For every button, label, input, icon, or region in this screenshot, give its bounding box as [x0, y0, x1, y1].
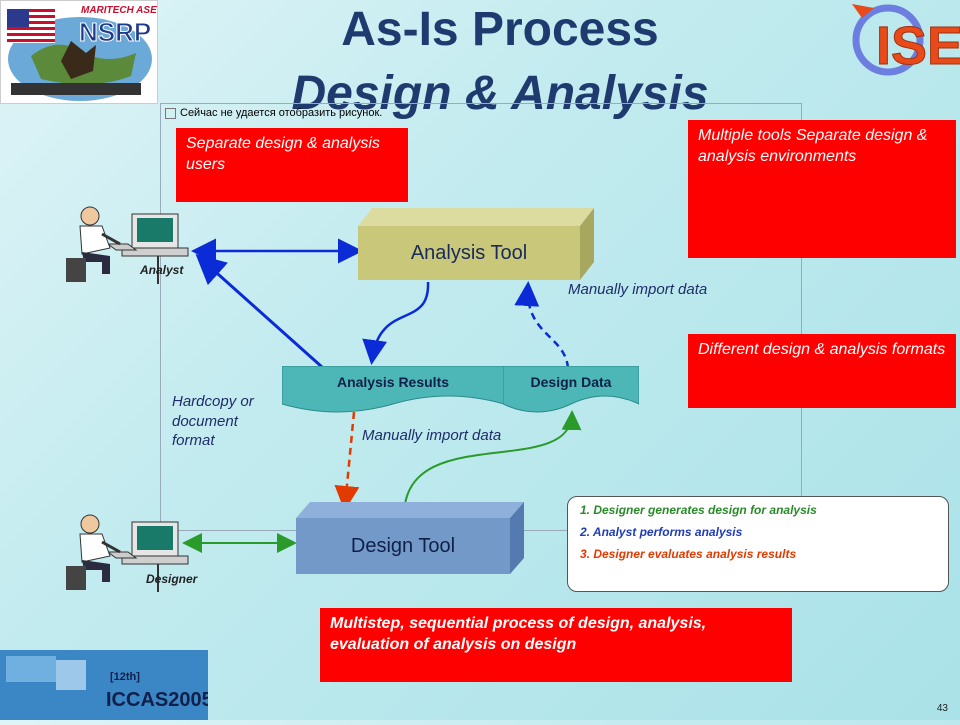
analyst-icon	[66, 206, 189, 284]
analysis-tool-box[interactable]	[358, 206, 598, 284]
design-data-label: Design Data	[530, 374, 612, 390]
label-hardcopy: Hardcopy or document format	[172, 393, 254, 449]
designer-label: Designer	[146, 572, 198, 586]
analysis-tool-label: Analysis Tool	[410, 242, 528, 264]
iccas-logo-small: [12th]	[110, 671, 140, 683]
steps-box: 1. Designer generates design for analysi…	[567, 496, 949, 592]
analysis-results-label: Analysis Results	[336, 374, 450, 390]
design-data-doc[interactable]	[503, 366, 639, 416]
page-number: 43	[936, 703, 948, 714]
step-2: 2. Analyst performs analysis	[580, 525, 743, 539]
label-manual-import-mid: Manually import data	[362, 427, 502, 444]
broken-image-notice: Сейчас не удается отобразить рисунок.	[165, 107, 382, 119]
note-separate-users: Separate design & analysis users	[176, 128, 408, 202]
title-line-2: Design & Analysis	[291, 67, 709, 120]
data-to-tool-arrow	[514, 281, 570, 369]
note-multiple-tools: Multiple tools Separate design & analysi…	[688, 120, 956, 258]
title-line-1: As-Is Process	[341, 3, 659, 56]
analysis-results-doc[interactable]	[282, 366, 504, 416]
results-to-design-tool-arrow	[334, 411, 360, 511]
nsrp-logo-main: NSRP	[79, 17, 151, 47]
label-manual-import-top: Manually import data	[568, 281, 708, 298]
nsrp-logo-sub: MARITECH ASE	[81, 5, 157, 16]
design-tool-to-data-arrow	[403, 410, 582, 517]
design-tool-box[interactable]	[296, 500, 528, 578]
broken-image-text: Сейчас не удается отобразить рисунок.	[180, 107, 383, 119]
tool-to-results-arrow	[362, 281, 430, 365]
broken-image-icon	[165, 107, 176, 119]
design-tool-label: Design Tool	[350, 535, 456, 557]
step-3: 3. Designer evaluates analysis results	[580, 547, 797, 561]
iccas-logo: [12th] ICCAS2005	[0, 650, 213, 720]
analyst-label: Analyst	[140, 263, 184, 277]
step-1: 1. Designer generates design for analysi…	[580, 503, 817, 517]
ise-logo-text: ISE	[876, 16, 960, 76]
note-different-formats: Different design & analysis formats	[688, 334, 956, 408]
designer-icon	[66, 514, 189, 592]
nsrp-logo: MARITECH ASE NSRP	[0, 0, 158, 104]
note-multistep: Multistep, sequential process of design,…	[320, 608, 792, 682]
results-to-analyst-arrow	[195, 254, 323, 369]
iccas-logo-main: ICCAS2005	[106, 689, 208, 711]
ise-logo: ISE	[848, 0, 960, 84]
